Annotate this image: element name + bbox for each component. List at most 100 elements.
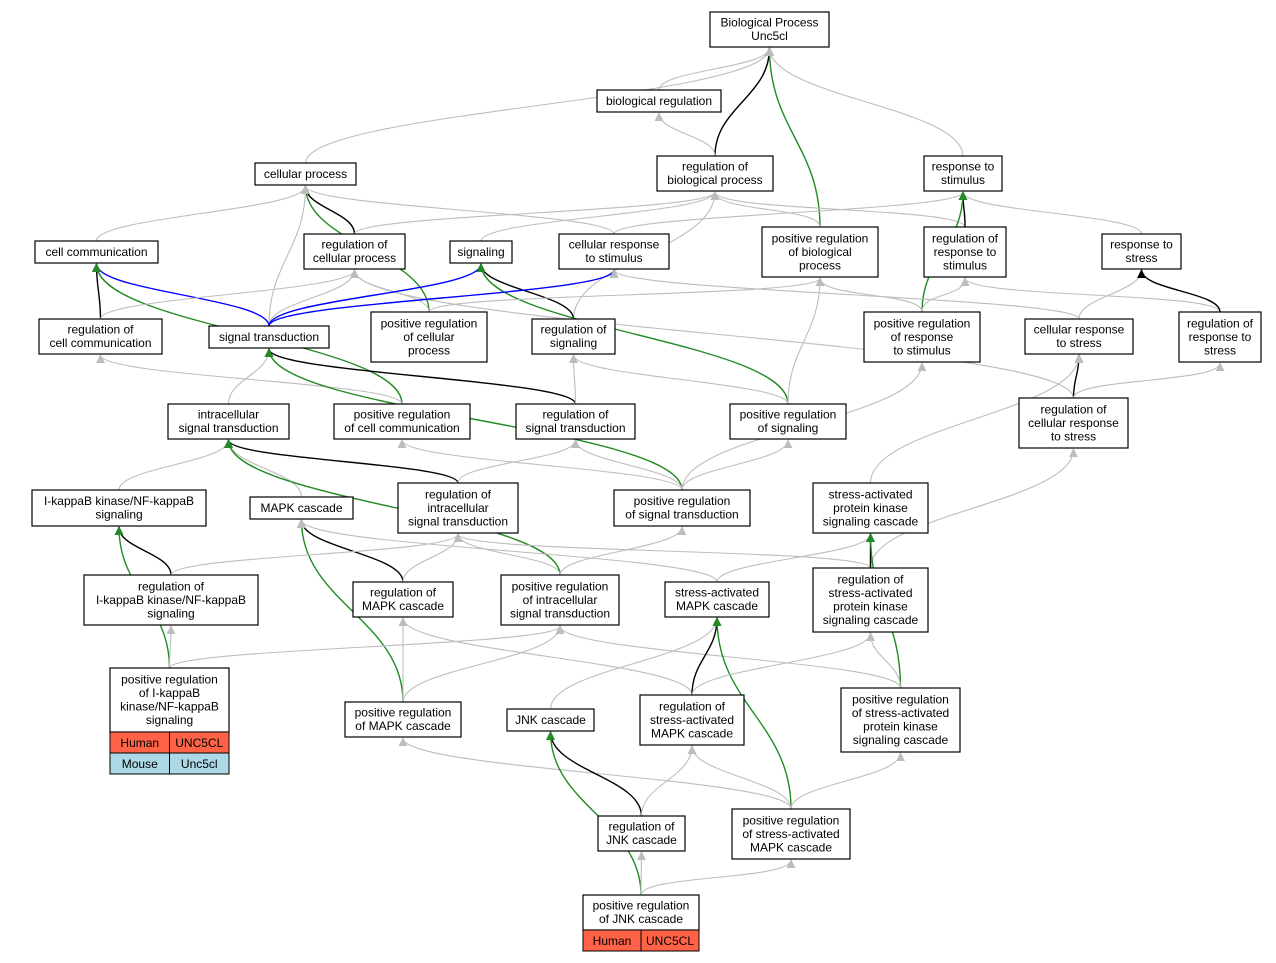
node-label-line: signal transduction <box>178 421 278 435</box>
node-box <box>397 482 519 534</box>
edge-posregsamapk-to-regsamapk <box>687 745 792 810</box>
node-label-line: of response <box>891 330 954 344</box>
edge-regsapk-to-regintrasig <box>453 533 872 569</box>
edge-sigtrans-to-cellcomm <box>92 263 270 327</box>
node-box <box>1101 233 1182 270</box>
node-label-line: of signaling <box>758 421 819 435</box>
edge-posregjnk-to-jnk <box>546 731 642 896</box>
node-label-line: of biological <box>788 245 851 259</box>
node-label-line: process <box>799 258 841 272</box>
node-box <box>656 155 774 192</box>
node-label-line: cellular process <box>264 167 347 181</box>
edge-mapk-to-intrasig <box>224 439 303 498</box>
edge-sigtrans-to-cellrespstim <box>268 269 619 327</box>
edge-respstress-to-respstim <box>958 191 1143 235</box>
node-box <box>923 226 1007 278</box>
node-label-line: of cell communication <box>344 421 459 435</box>
node-label-line: signal transduction <box>219 330 319 344</box>
node-label-line: intracellular <box>198 408 259 422</box>
node-label-line: regulation of <box>540 323 607 337</box>
edge-posregikk-to-regikk <box>166 625 176 669</box>
go-term-node-sigtrans[interactable]: signal transduction <box>208 325 330 349</box>
species-label: Human <box>120 736 159 750</box>
node-label-line: biological process <box>667 173 762 187</box>
go-term-node-jnk[interactable]: JNK cascade <box>506 708 595 732</box>
edge-posregsamapk-to-samapk <box>712 617 792 810</box>
node-label-line: I-kappaB kinase/NF-kappaB <box>44 494 194 508</box>
go-term-node-bioreg[interactable]: biological regulation <box>596 89 722 113</box>
go-term-node-cellproc[interactable]: cellular process <box>254 162 357 186</box>
go-term-node-mapk[interactable]: MAPK cascade <box>249 496 354 520</box>
node-label-line: positive regulation <box>354 408 451 422</box>
node-label-line: of signal transduction <box>625 508 738 522</box>
node-label-line: positive regulation <box>772 231 869 245</box>
edge-regsig-to-signaling <box>476 263 575 320</box>
node-label-line: positive regulation <box>874 316 971 330</box>
edge-posregsigtrans-to-posregsignaling <box>681 439 793 491</box>
edge-regsapk-to-regcellrespstress <box>869 448 1078 569</box>
go-term-node-regikk[interactable]: regulation ofI-kappaB kinase/NF-kappaBsi… <box>83 574 259 626</box>
go-term-node-cellcomm[interactable]: cell communication <box>34 240 159 264</box>
node-label-line: to stimulus <box>585 251 642 265</box>
node-box <box>597 815 686 852</box>
node-box <box>558 233 670 270</box>
node-box <box>352 581 454 618</box>
node-label-line: regulation of <box>1187 316 1254 330</box>
edge-regsamapk-to-samapk <box>691 617 722 696</box>
go-term-node-signaling[interactable]: signaling <box>449 240 513 264</box>
node-label-line: cellular process <box>313 251 396 265</box>
edge-regcellproc-to-cellproc <box>301 185 356 235</box>
node-box <box>1018 397 1129 449</box>
node-label-line: of MAPK cascade <box>355 719 451 733</box>
edge-posregjnk-to-regjnk <box>636 851 646 896</box>
node-label-line: stress-activated <box>828 487 912 501</box>
node-label-line: signal transduction <box>510 606 610 620</box>
edge-samapk-to-sapk <box>716 533 875 583</box>
node-box <box>249 496 354 520</box>
node-box <box>303 233 406 270</box>
edge-regbio-to-bp <box>714 47 774 157</box>
node-label-line: regulation of <box>138 579 205 593</box>
gene-cell <box>640 929 700 952</box>
node-box <box>731 808 851 860</box>
node-box <box>812 482 929 534</box>
node-label-line: stress <box>1125 251 1157 265</box>
node-label-line: regulation of <box>932 231 999 245</box>
node-label-line: MAPK cascade <box>750 840 832 854</box>
